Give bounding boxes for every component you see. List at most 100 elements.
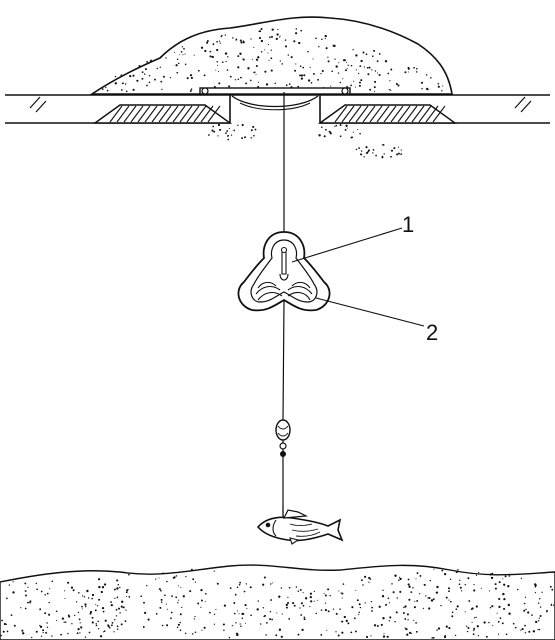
stipple-dot xyxy=(300,29,303,32)
stipple-dot xyxy=(259,623,262,625)
stipple-dot xyxy=(262,607,265,609)
stipple-dot xyxy=(29,600,32,603)
stipple-dot xyxy=(532,630,536,633)
stipple-dot xyxy=(84,605,87,608)
stipple-dot xyxy=(271,618,273,621)
stipple-dot xyxy=(111,624,113,627)
stipple-dot xyxy=(110,601,112,603)
stipple-dot xyxy=(224,52,228,55)
stipple-dot xyxy=(380,623,383,626)
stipple-dot xyxy=(229,75,232,78)
stipple-dot xyxy=(138,64,141,67)
stipple-dot xyxy=(262,583,265,586)
stipple-dot xyxy=(64,597,66,599)
stipple-dot xyxy=(383,153,385,155)
stipple-dot xyxy=(368,66,371,69)
stipple-dot xyxy=(303,618,306,621)
stipple-dot xyxy=(300,77,304,80)
stipple-dot xyxy=(316,599,318,601)
stipple-dot xyxy=(68,615,71,618)
stipple-dot xyxy=(425,74,428,76)
stipple-dot xyxy=(350,84,352,87)
stipple-dot xyxy=(13,624,16,627)
stipple-dot xyxy=(459,579,461,581)
stipple-dot xyxy=(374,624,377,627)
stipple-dot xyxy=(185,575,187,578)
stipple-dot xyxy=(235,622,237,624)
stipple-dot xyxy=(264,70,267,73)
stipple-dot xyxy=(459,586,462,589)
lake-bottom xyxy=(0,564,555,640)
stipple-dot xyxy=(297,633,300,636)
stipple-dot xyxy=(161,88,163,91)
stipple-dot xyxy=(430,77,432,79)
stipple-dot xyxy=(300,602,303,605)
stipple-dot xyxy=(64,590,66,592)
stipple-dot xyxy=(35,630,38,633)
stipple-dot xyxy=(147,618,150,621)
stipple-dot xyxy=(24,582,27,585)
stipple-dot xyxy=(176,58,179,61)
stipple-dot xyxy=(502,578,504,580)
stipple-dot xyxy=(368,581,370,583)
stipple-dot xyxy=(428,607,431,610)
stipple-dot xyxy=(422,607,425,610)
stipple-dot xyxy=(22,632,25,635)
stipple-dot xyxy=(431,637,434,639)
stipple-dot xyxy=(213,623,216,625)
stipple-dot xyxy=(236,586,239,589)
hatch-line xyxy=(123,105,137,123)
stipple-dot xyxy=(219,128,222,131)
stipple-dot xyxy=(358,603,361,606)
stipple-dot xyxy=(231,624,234,627)
stipple-dot xyxy=(160,589,162,592)
stipple-dot xyxy=(226,69,229,71)
stipple-dot xyxy=(404,627,406,629)
stipple-dot xyxy=(383,633,385,635)
stipple-dot xyxy=(507,603,510,607)
stipple-dot xyxy=(334,125,336,127)
stipple-dot xyxy=(276,612,278,614)
stipple-dot xyxy=(295,63,297,65)
stipple-dot xyxy=(350,137,352,139)
stipple-dot xyxy=(420,88,423,90)
stipple-dot xyxy=(249,586,252,589)
stipple-dot xyxy=(381,595,385,598)
stipple-dot xyxy=(549,585,552,588)
stipple-dot xyxy=(371,55,374,58)
stipple-dot xyxy=(42,631,44,634)
stipple-dot xyxy=(245,583,248,585)
stipple-dot xyxy=(503,583,506,586)
stipple-dot xyxy=(360,59,363,63)
stipple-dot xyxy=(287,54,289,56)
stipple-dot xyxy=(415,630,418,633)
stipple-dot xyxy=(160,55,162,58)
stipple-dot xyxy=(427,597,429,599)
stipple-dot xyxy=(355,69,357,71)
stipple-dot xyxy=(206,41,209,44)
stipple-dot xyxy=(494,583,497,586)
stipple-dot xyxy=(534,584,537,587)
stipple-dot xyxy=(342,583,345,585)
stipple-dot xyxy=(237,66,240,69)
stipple-dot xyxy=(373,49,376,52)
stipple-dot xyxy=(425,87,429,91)
stipple-dot xyxy=(192,578,195,581)
stipple-dot xyxy=(395,611,398,614)
stipple-dot xyxy=(341,620,344,623)
stipple-dot xyxy=(352,131,354,133)
stipple-dot xyxy=(285,84,288,87)
stipple-dot xyxy=(346,85,348,88)
stipple-dot xyxy=(189,590,192,593)
stipple-dot xyxy=(263,576,266,579)
stipple-dot xyxy=(232,37,234,39)
stipple-dot xyxy=(230,134,233,136)
stipple-dot xyxy=(396,597,398,599)
stipple-dot xyxy=(101,586,105,589)
stipple-dot xyxy=(374,70,377,72)
stipple-dot xyxy=(451,615,454,618)
stipple-dot xyxy=(146,585,148,587)
stipple-dot xyxy=(353,80,355,82)
stipple-dot xyxy=(329,594,331,597)
stipple-dot xyxy=(524,596,527,598)
